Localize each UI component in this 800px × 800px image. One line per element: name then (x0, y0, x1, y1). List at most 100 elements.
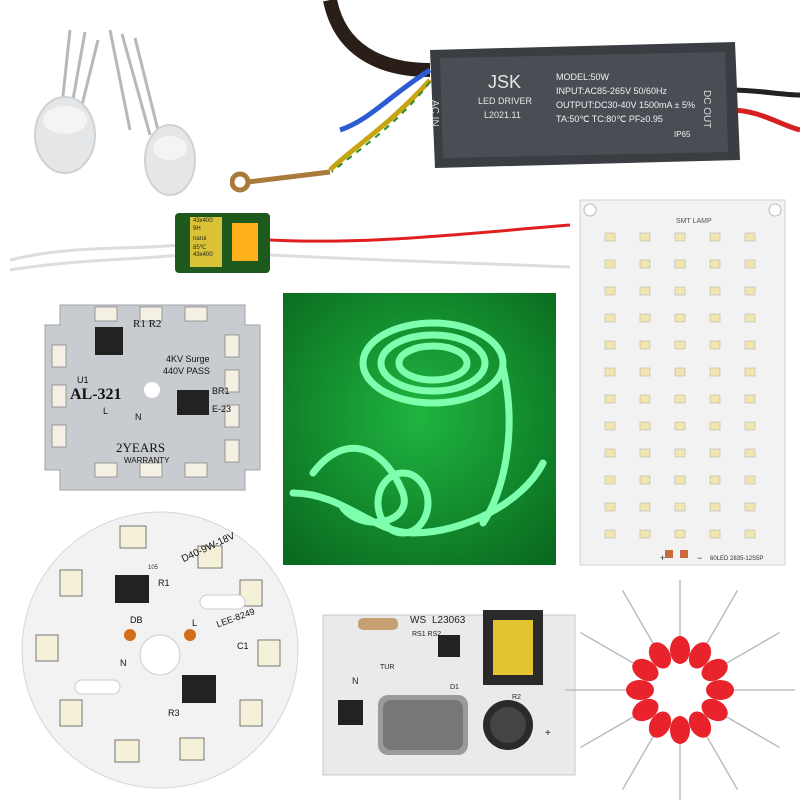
red-led-leg (580, 631, 642, 669)
smt-led-chip (604, 286, 616, 296)
smt-led-chip (709, 448, 721, 458)
smt-led-chip (639, 421, 651, 431)
driver-rating: IP65 (674, 130, 691, 139)
smt-led-chip (674, 286, 686, 296)
driver-model: MODEL:50W (556, 72, 610, 82)
smt-led-chip (604, 448, 616, 458)
red-led-leg (701, 728, 739, 790)
red-led-bulb (701, 698, 728, 722)
driver-brand: JSK (488, 72, 522, 92)
smt-led-chip (709, 367, 721, 377)
smt-led-chip (604, 529, 616, 539)
square-warranty-years: 2YEARS (116, 440, 166, 455)
smt-led-chip (639, 286, 651, 296)
red-led-bulb (688, 642, 712, 669)
smt-led-chip (604, 394, 616, 404)
clear-led-pair (34, 29, 196, 196)
smt-led-chip (639, 502, 651, 512)
driver-subtitle: LED DRIVER (478, 96, 533, 106)
square-u-label: U1 (77, 375, 89, 385)
round-led-module (21, 511, 299, 789)
smt-led-chip (639, 529, 651, 539)
smt-led-chip (709, 394, 721, 404)
smt-led-chip (744, 502, 756, 512)
red-led-bulb (670, 636, 690, 664)
driver-pcb-rs: RS1 RS2 (412, 631, 442, 638)
driver-pcb-brand: WS (410, 615, 427, 626)
square-l-label: L (103, 406, 109, 416)
smt-led-chip (744, 286, 756, 296)
driver-pcb-l: L (352, 700, 358, 710)
smt-led-chip (709, 259, 721, 269)
red-led-bulb (626, 680, 654, 700)
driver-pcb (322, 610, 576, 776)
square-led-module (44, 304, 261, 491)
smt-led-chip (639, 232, 651, 242)
square-n-label: N (135, 412, 142, 422)
red-led-leg (621, 728, 659, 790)
mini-driver-line1: 43x400 (193, 218, 213, 224)
red-led-bulb (648, 711, 672, 738)
smt-led-chip (604, 502, 616, 512)
smt-led-chip (604, 232, 616, 242)
smt-led-chip (674, 529, 686, 539)
round-n: N (120, 658, 127, 668)
smt-led-chip (709, 475, 721, 485)
red-led-bulb (706, 680, 734, 700)
smt-led-chip (674, 259, 686, 269)
smt-led-chip (744, 340, 756, 350)
smt-led-chip (604, 340, 616, 350)
smt-led-chip (674, 313, 686, 323)
mini-driver-line2: 9H (193, 226, 201, 232)
led-driver-box (230, 0, 800, 193)
mini-driver-line4: 85℃ (193, 245, 207, 251)
smt-led-chip (639, 394, 651, 404)
smt-led-chip (744, 394, 756, 404)
smt-led-chip (604, 367, 616, 377)
driver-pcb-d1: D1 (450, 684, 459, 691)
smt-led-chip (709, 340, 721, 350)
smt-led-chip (709, 421, 721, 431)
square-pass: 440V PASS (163, 366, 210, 376)
smt-panel-minus: − (697, 553, 703, 563)
smt-led-chip (709, 502, 721, 512)
smt-led-chip (744, 313, 756, 323)
square-warranty-word: WARRANTY (124, 456, 170, 465)
smt-led-chip (744, 232, 756, 242)
smt-panel-plus: + (660, 553, 666, 563)
smt-led-chip (674, 232, 686, 242)
driver-pcb-model: L23063 (432, 615, 466, 626)
smt-led-chip (674, 367, 686, 377)
driver-pcb-plus: + (545, 728, 551, 739)
round-r1: R1 (158, 578, 170, 588)
driver-date: L2021.11 (484, 110, 521, 120)
round-c1: C1 (237, 641, 249, 651)
smt-led-panel (579, 199, 786, 566)
smt-led-chip (744, 367, 756, 377)
mini-driver-board (10, 213, 571, 273)
red-led-leg (701, 590, 739, 652)
smt-led-chip (639, 259, 651, 269)
smt-led-chip (604, 475, 616, 485)
red-led-leg (621, 590, 659, 652)
smt-led-chip (709, 286, 721, 296)
green-neon-strip (283, 293, 556, 565)
driver-pcb-n: N (352, 676, 359, 686)
mini-driver-line3: narui (193, 236, 207, 242)
smt-led-chip (639, 313, 651, 323)
red-led-leg (718, 631, 780, 669)
red-led-bulb (648, 642, 672, 669)
smt-led-chip (709, 529, 721, 539)
mini-driver-line5: 43x400 (193, 252, 213, 258)
smt-led-chip (639, 367, 651, 377)
smt-led-chip (674, 475, 686, 485)
smt-led-chip (709, 313, 721, 323)
round-l: L (192, 618, 198, 628)
driver-ac-label: AC IN (429, 100, 440, 127)
red-led-leg (580, 711, 642, 749)
square-e-label: E-23 (212, 404, 232, 414)
smt-led-chip (674, 502, 686, 512)
square-model: AL-321 (70, 386, 122, 403)
smt-led-chip (604, 259, 616, 269)
smt-led-chip (639, 475, 651, 485)
